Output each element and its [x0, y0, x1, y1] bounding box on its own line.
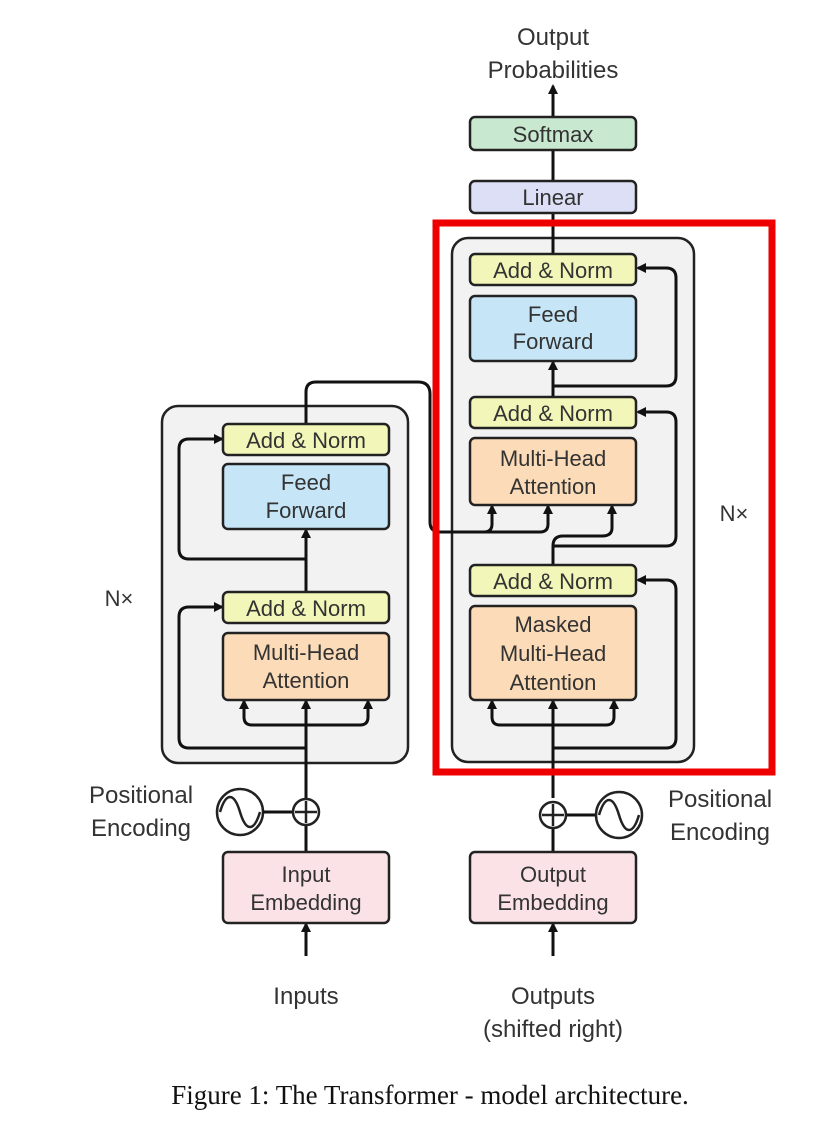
encoder-add-norm-top-label: Add & Norm	[246, 428, 366, 453]
encoder-feed-forward-label-2: Forward	[266, 498, 347, 523]
decoder-add-norm-top-label: Add & Norm	[493, 258, 613, 283]
softmax-block	[468, 115, 638, 152]
output-probabilities-label-1: Output	[517, 24, 589, 51]
encoder-positional-label-2: Encoding	[91, 815, 191, 842]
encoder-add-norm-bottom-label: Add & Norm	[246, 596, 366, 621]
output-embedding-label-2: Embedding	[497, 890, 608, 915]
inputs-label: Inputs	[273, 983, 338, 1010]
encoder-feed-forward	[221, 462, 391, 531]
decoder-feed-forward	[468, 294, 638, 363]
output-embedding-block	[468, 850, 638, 925]
encoder-positional-icon	[215, 787, 292, 837]
encoder-add-norm-bottom	[221, 590, 391, 625]
encoder-add-icon	[291, 797, 321, 827]
decoder-highlight-box	[432, 219, 776, 776]
encoder-repeat-label: N×	[105, 586, 134, 611]
decoder-wires	[487, 263, 678, 956]
decoder-add-norm-top	[468, 252, 638, 287]
decoder-masked-attention-label-3: Attention	[510, 670, 597, 695]
softmax-label: Softmax	[513, 122, 594, 147]
decoder-cross-attention-label-1: Multi-Head	[500, 446, 606, 471]
encoder-attention	[221, 631, 391, 702]
encoder-positional-label-1: Positional	[89, 782, 193, 809]
output-probabilities-label-2: Probabilities	[488, 57, 619, 84]
decoder-positional-label-1: Positional	[668, 786, 772, 813]
input-embedding-label-2: Embedding	[250, 890, 361, 915]
linear-block	[468, 179, 638, 215]
decoder-cross-attention-label-2: Attention	[510, 474, 597, 499]
decoder-add-icon	[538, 800, 568, 830]
encoder-add-norm-top	[221, 422, 391, 457]
decoder-repeat-label: N×	[720, 501, 749, 526]
input-embedding-label-1: Input	[282, 862, 331, 887]
decoder-cross-attention	[468, 436, 638, 507]
linear-label: Linear	[522, 185, 583, 210]
encoder-feed-forward-label-1: Feed	[281, 470, 331, 495]
decoder-add-norm-bottom-label: Add & Norm	[493, 569, 613, 594]
figure-caption: Figure 1: The Transformer - model archit…	[171, 1080, 689, 1110]
decoder-positional-icon	[567, 790, 644, 840]
decoder-positional-label-2: Encoding	[670, 819, 770, 846]
decoder-masked-attention-label-1: Masked	[514, 612, 591, 637]
outputs-label-1: Outputs	[511, 983, 595, 1010]
encoder-panel	[160, 404, 410, 765]
output-embedding-label-1: Output	[520, 862, 586, 887]
decoder-feed-forward-label-1: Feed	[528, 302, 578, 327]
decoder-masked-attention	[468, 604, 638, 702]
encoder-attention-label-2: Attention	[263, 668, 350, 693]
decoder-feed-forward-label-2: Forward	[513, 329, 594, 354]
decoder-add-norm-mid	[468, 395, 638, 430]
decoder-masked-attention-label-2: Multi-Head	[500, 641, 606, 666]
decoder-add-norm-bottom	[468, 563, 638, 598]
decoder-add-norm-mid-label: Add & Norm	[493, 401, 613, 426]
encoder-attention-label-1: Multi-Head	[253, 640, 359, 665]
outputs-label-2: (shifted right)	[483, 1016, 623, 1043]
input-embedding-block	[221, 850, 391, 925]
